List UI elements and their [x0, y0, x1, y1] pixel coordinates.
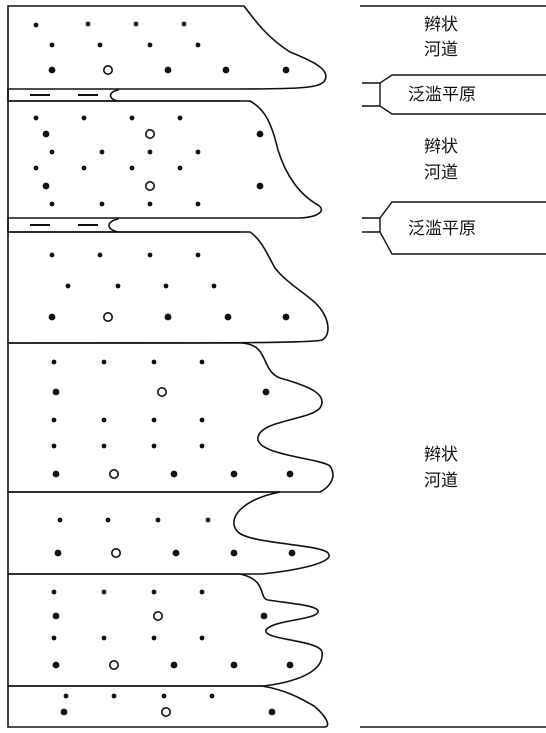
- floodplain-bracket-2: [362, 201, 546, 255]
- bed-6-profile: [7, 573, 323, 687]
- label-braided-channel-1a: 辫状: [424, 15, 458, 35]
- bed-3-profile: [7, 231, 329, 344]
- label-braided-channel-3b: 河道: [424, 471, 458, 491]
- label-floodplain-2: 泛滥平原: [408, 219, 476, 239]
- floodplain-dashes: [30, 94, 98, 226]
- label-braided-channel-1b: 河道: [424, 40, 458, 60]
- bed-7-profile: [7, 685, 329, 728]
- bed-2-profile: [7, 100, 323, 219]
- floodplain-bracket-1: [362, 74, 546, 115]
- bed-5-profile: [7, 491, 330, 575]
- pebbles-hollow: [103, 65, 172, 717]
- bed-1-profile: [7, 5, 327, 90]
- facies-labels: 辫状 河道 泛滥平原 辫状 河道 泛滥平原 辫状 河道: [408, 15, 476, 491]
- label-floodplain-1: 泛滥平原: [408, 85, 476, 105]
- label-braided-channel-3a: 辫状: [424, 445, 458, 465]
- bed-4-profile: [7, 342, 334, 493]
- sand-dots: [33, 21, 296, 716]
- label-braided-channel-2a: 辫状: [424, 137, 458, 157]
- label-braided-channel-2b: 河道: [424, 163, 458, 183]
